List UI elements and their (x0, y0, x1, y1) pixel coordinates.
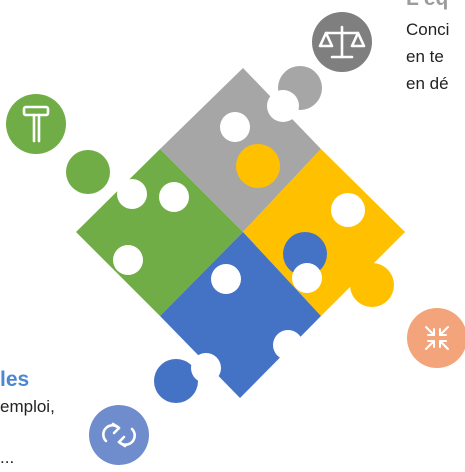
puzzle-notches (113, 90, 365, 383)
bottom-left-line-1: emploi, (0, 397, 55, 416)
balance-scale-icon (318, 25, 366, 59)
bottom-left-line-2: ... (0, 448, 15, 467)
top-right-line-1: Conci (406, 20, 450, 39)
compress-arrows-icon (425, 326, 449, 350)
balance-scale-circle (312, 12, 372, 72)
sync-arrows-icon (102, 422, 136, 448)
hammer-icon (22, 105, 50, 143)
hammer-circle (6, 94, 66, 154)
compress-circle (407, 308, 465, 368)
sync-circle (89, 405, 149, 465)
top-right-line-2: en te (406, 47, 444, 66)
top-right-heading: L'éq (406, 0, 448, 11)
bottom-left-heading: les (0, 368, 30, 391)
top-right-line-3: en dé (406, 74, 449, 93)
yellow-puzzle-piece (236, 144, 405, 316)
